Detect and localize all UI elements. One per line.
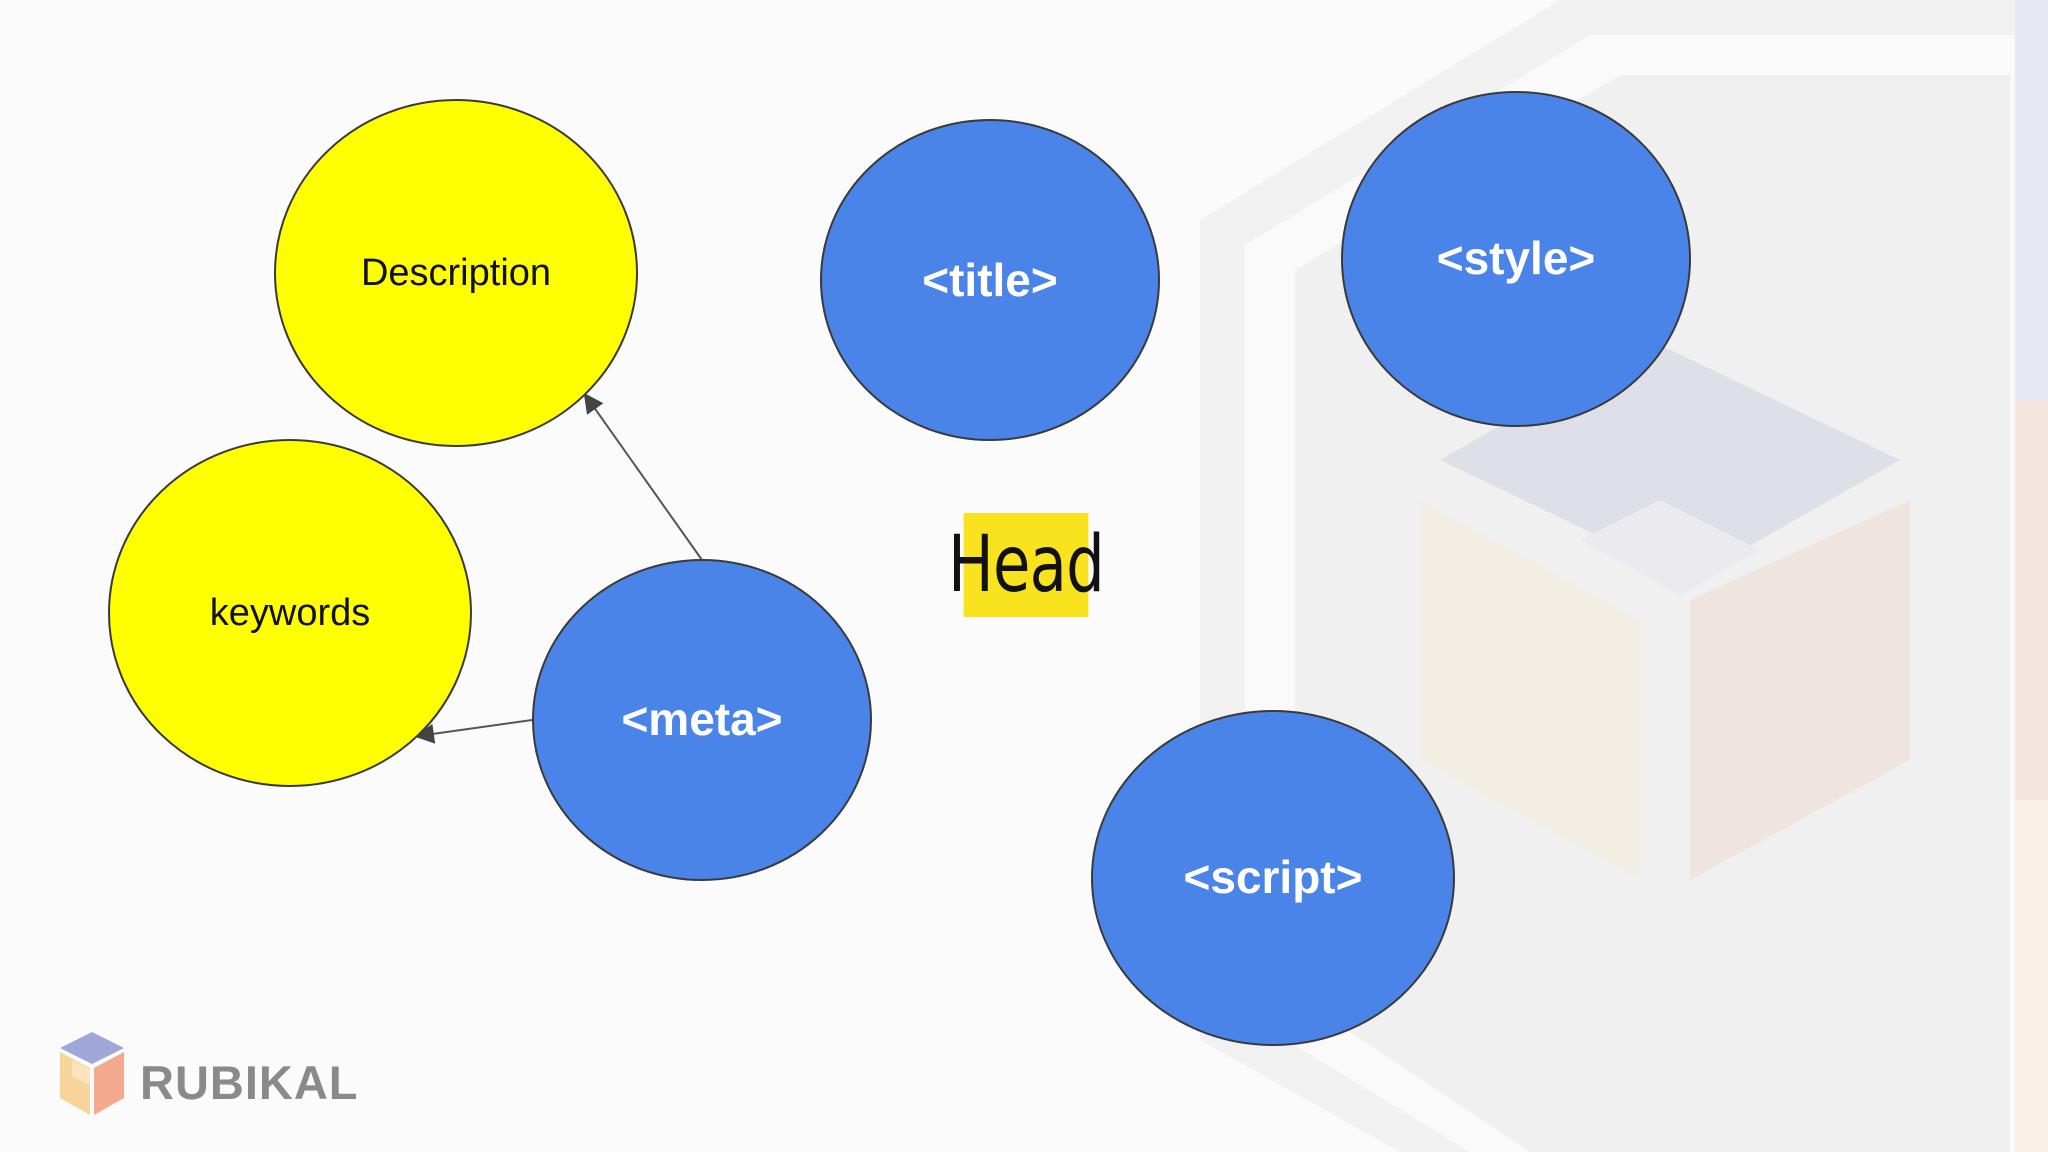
node-script-label: <script>: [1184, 851, 1363, 903]
node-description-label: Description: [361, 252, 551, 294]
node-style-shape: [1341, 91, 1691, 427]
node-keywords-label: keywords: [210, 592, 371, 634]
node-keywords-shape: [108, 439, 472, 787]
node-style-label: <style>: [1437, 232, 1596, 284]
node-meta[interactable]: <meta>: [532, 559, 872, 881]
node-meta-shape: [532, 559, 872, 881]
node-meta-label: <meta>: [621, 693, 782, 745]
node-style[interactable]: <style>: [1341, 91, 1691, 427]
node-description-shape: [274, 99, 638, 447]
logo-text: RUBIKAL: [140, 1056, 359, 1109]
node-description[interactable]: Description: [274, 99, 638, 447]
head-title: Head: [948, 513, 1105, 617]
rubik-cube-icon: [60, 1032, 124, 1115]
node-title[interactable]: <title>: [820, 119, 1160, 441]
node-title-shape: [820, 119, 1160, 441]
node-script-shape: [1091, 710, 1455, 1046]
node-title-label: <title>: [922, 254, 1058, 306]
node-keywords[interactable]: keywords: [108, 439, 472, 787]
edge-meta-to-description: [583, 392, 703, 561]
edge-meta-to-keywords: [414, 719, 533, 744]
node-script[interactable]: <script>: [1091, 710, 1455, 1046]
